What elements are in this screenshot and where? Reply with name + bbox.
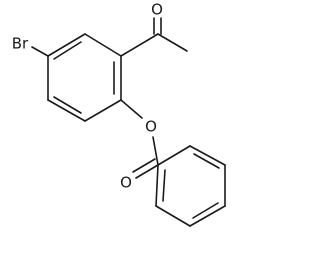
ester-double-bond (132, 158, 156, 173)
ring-bond (155, 205, 191, 227)
ring-double-bond (193, 153, 220, 169)
ring-bond (155, 164, 159, 207)
ring-oxygen-bond (120, 99, 143, 119)
bromine-label: Br (12, 35, 29, 53)
ring-bond (47, 33, 86, 57)
ring-bond (189, 145, 226, 166)
carbonyl-phenyl-bond (157, 145, 191, 166)
bromophenyl-ring (47, 33, 122, 122)
ester-double-bond (135, 164, 159, 179)
ring-carbonyl-bond (120, 33, 159, 57)
ring-bond (84, 33, 122, 57)
ring-double-bond (53, 96, 82, 114)
ring-double-bond (192, 202, 219, 219)
carbonyl-methyl-bond (157, 33, 188, 52)
chemical-structure: Br O O O (12, 1, 226, 227)
structure-canvas: Br O O O (11, 0, 226, 227)
ester-oxygen-label: O (145, 118, 157, 136)
carbonyl-oxygen-label: O (120, 174, 132, 192)
phenyl-ring (155, 145, 226, 227)
ring-bond (189, 205, 226, 227)
c-br-bond (31, 46, 49, 57)
ketone-oxygen-label: O (151, 1, 163, 19)
ring-bond (84, 99, 122, 122)
ring-double-bond (53, 41, 82, 60)
oxygen-carbonyl-bond (152, 136, 159, 166)
ring-double-bond (162, 169, 166, 202)
ring-bond (47, 99, 86, 122)
